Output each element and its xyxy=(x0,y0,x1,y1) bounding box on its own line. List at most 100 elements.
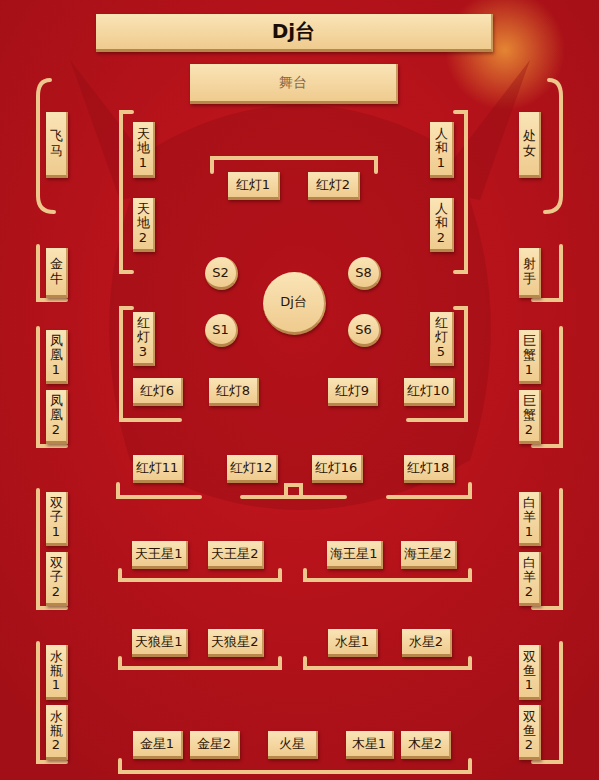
seat-box: 金星1 xyxy=(133,731,183,759)
seat-label: 巨蟹1 xyxy=(523,334,536,377)
seat-box: 海王星2 xyxy=(401,541,457,569)
seat-label: 红灯6 xyxy=(140,382,174,400)
seat-box: 金星2 xyxy=(190,731,240,759)
seat-label: 红灯5 xyxy=(435,316,448,359)
round-table: S1 xyxy=(205,314,238,347)
seat-box: 巨蟹1 xyxy=(519,330,541,384)
dj-bar: Dj台 xyxy=(96,14,493,52)
seat-label: 海王星1 xyxy=(330,545,377,563)
seat-label: 天狼星2 xyxy=(211,633,258,651)
seat-label: 红灯12 xyxy=(230,459,273,477)
seat-label: 火星 xyxy=(279,735,305,753)
seat-label: 白羊2 xyxy=(523,556,536,599)
seat-label: 木星1 xyxy=(352,735,386,753)
seat-label: 红灯8 xyxy=(216,382,250,400)
seat-box: 人和1 xyxy=(430,122,454,178)
seat-box: 凤凰1 xyxy=(46,330,68,384)
seat-label: 木星2 xyxy=(408,735,442,753)
seat-box: 红灯6 xyxy=(133,378,183,406)
seat-box: 水瓶1 xyxy=(46,645,68,700)
seat-label: 双鱼1 xyxy=(523,650,536,693)
seat-box: 凤凰2 xyxy=(46,390,68,444)
seat-label: 双子1 xyxy=(50,496,63,539)
seat-box: 巨蟹2 xyxy=(519,390,541,444)
seat-label: 白羊1 xyxy=(523,496,536,539)
seat-label: 水星1 xyxy=(335,633,369,651)
seat-box: 天狼星2 xyxy=(208,629,264,657)
seat-label: 天王星2 xyxy=(211,545,258,563)
seat-box: 水瓶2 xyxy=(46,705,68,760)
seat-label: 天狼星1 xyxy=(135,633,182,651)
seat-label: S6 xyxy=(355,322,372,337)
seat-label: 双子2 xyxy=(50,556,63,599)
seat-label: Dj台 xyxy=(272,18,315,45)
stage-box: 舞台 xyxy=(190,64,398,104)
seat-label: Dj台 xyxy=(280,293,307,311)
seat-label: S1 xyxy=(212,322,229,337)
seat-box: 木星2 xyxy=(401,731,451,759)
seat-label: 凤凰1 xyxy=(50,334,63,377)
seat-label: 天地1 xyxy=(137,127,150,170)
seat-label: 海王星2 xyxy=(404,545,451,563)
seat-label: 红灯9 xyxy=(335,382,369,400)
seat-label: 天王星1 xyxy=(135,545,182,563)
seat-label: 舞台 xyxy=(279,74,307,92)
seat-box: 天王星2 xyxy=(208,541,264,569)
seat-label: 水瓶2 xyxy=(50,710,63,753)
seat-label: 天地2 xyxy=(137,202,150,245)
seat-box: 金牛 xyxy=(46,248,68,298)
brackets xyxy=(38,80,561,772)
seat-label: 人和1 xyxy=(435,127,448,170)
seat-label: 红灯2 xyxy=(316,176,350,194)
seat-label: 水瓶1 xyxy=(50,650,63,693)
seat-label: 红灯16 xyxy=(315,459,358,477)
seat-box: 红灯9 xyxy=(328,378,378,406)
seat-box: 天地2 xyxy=(133,198,155,252)
seat-label: 射手 xyxy=(523,257,536,286)
round-table: S2 xyxy=(205,257,238,290)
seat-label: 水星2 xyxy=(409,633,443,651)
seat-label: 飞马 xyxy=(50,129,63,158)
seat-box: 红灯12 xyxy=(227,455,278,483)
seat-box: 红灯2 xyxy=(308,172,360,200)
seat-box: 双鱼2 xyxy=(519,705,541,760)
seat-label: 巨蟹2 xyxy=(523,394,536,437)
seat-label: 红灯11 xyxy=(136,459,179,477)
round-table: Dj台 xyxy=(263,272,326,335)
seat-box: 红灯11 xyxy=(133,455,184,483)
seat-box: 红灯10 xyxy=(404,378,455,406)
seat-box: 双鱼1 xyxy=(519,645,541,700)
seat-label: 金牛 xyxy=(50,257,63,286)
seat-box: 人和2 xyxy=(430,198,454,252)
seat-label: 双鱼2 xyxy=(523,710,536,753)
seat-box: 处女 xyxy=(519,112,541,178)
seat-box: 双子2 xyxy=(46,552,68,606)
seat-box: 飞马 xyxy=(46,112,68,178)
seat-box: 红灯5 xyxy=(430,312,454,366)
seat-box: 白羊2 xyxy=(519,552,541,606)
seat-box: 水星2 xyxy=(402,629,452,657)
seat-box: 红灯1 xyxy=(228,172,280,200)
tiger-shadow xyxy=(70,60,530,510)
round-table: S8 xyxy=(348,257,381,290)
seat-label: 红灯18 xyxy=(407,459,450,477)
seat-label: 处女 xyxy=(523,129,536,158)
seat-box: 红灯3 xyxy=(133,312,155,366)
round-table: S6 xyxy=(348,314,381,347)
seat-box: 红灯16 xyxy=(312,455,363,483)
seat-label: 红灯10 xyxy=(407,382,450,400)
seat-box: 红灯18 xyxy=(404,455,455,483)
seat-label: S2 xyxy=(212,265,229,280)
seat-box: 双子1 xyxy=(46,492,68,546)
seat-label: 人和2 xyxy=(435,202,448,245)
seat-box: 天王星1 xyxy=(132,541,188,569)
seat-box: 红灯8 xyxy=(209,378,259,406)
seat-box: 射手 xyxy=(519,248,541,298)
seat-box: 木星1 xyxy=(346,731,394,759)
seat-box: 海王星1 xyxy=(327,541,383,569)
seat-box: 白羊1 xyxy=(519,492,541,546)
seat-box: 天狼星1 xyxy=(132,629,188,657)
